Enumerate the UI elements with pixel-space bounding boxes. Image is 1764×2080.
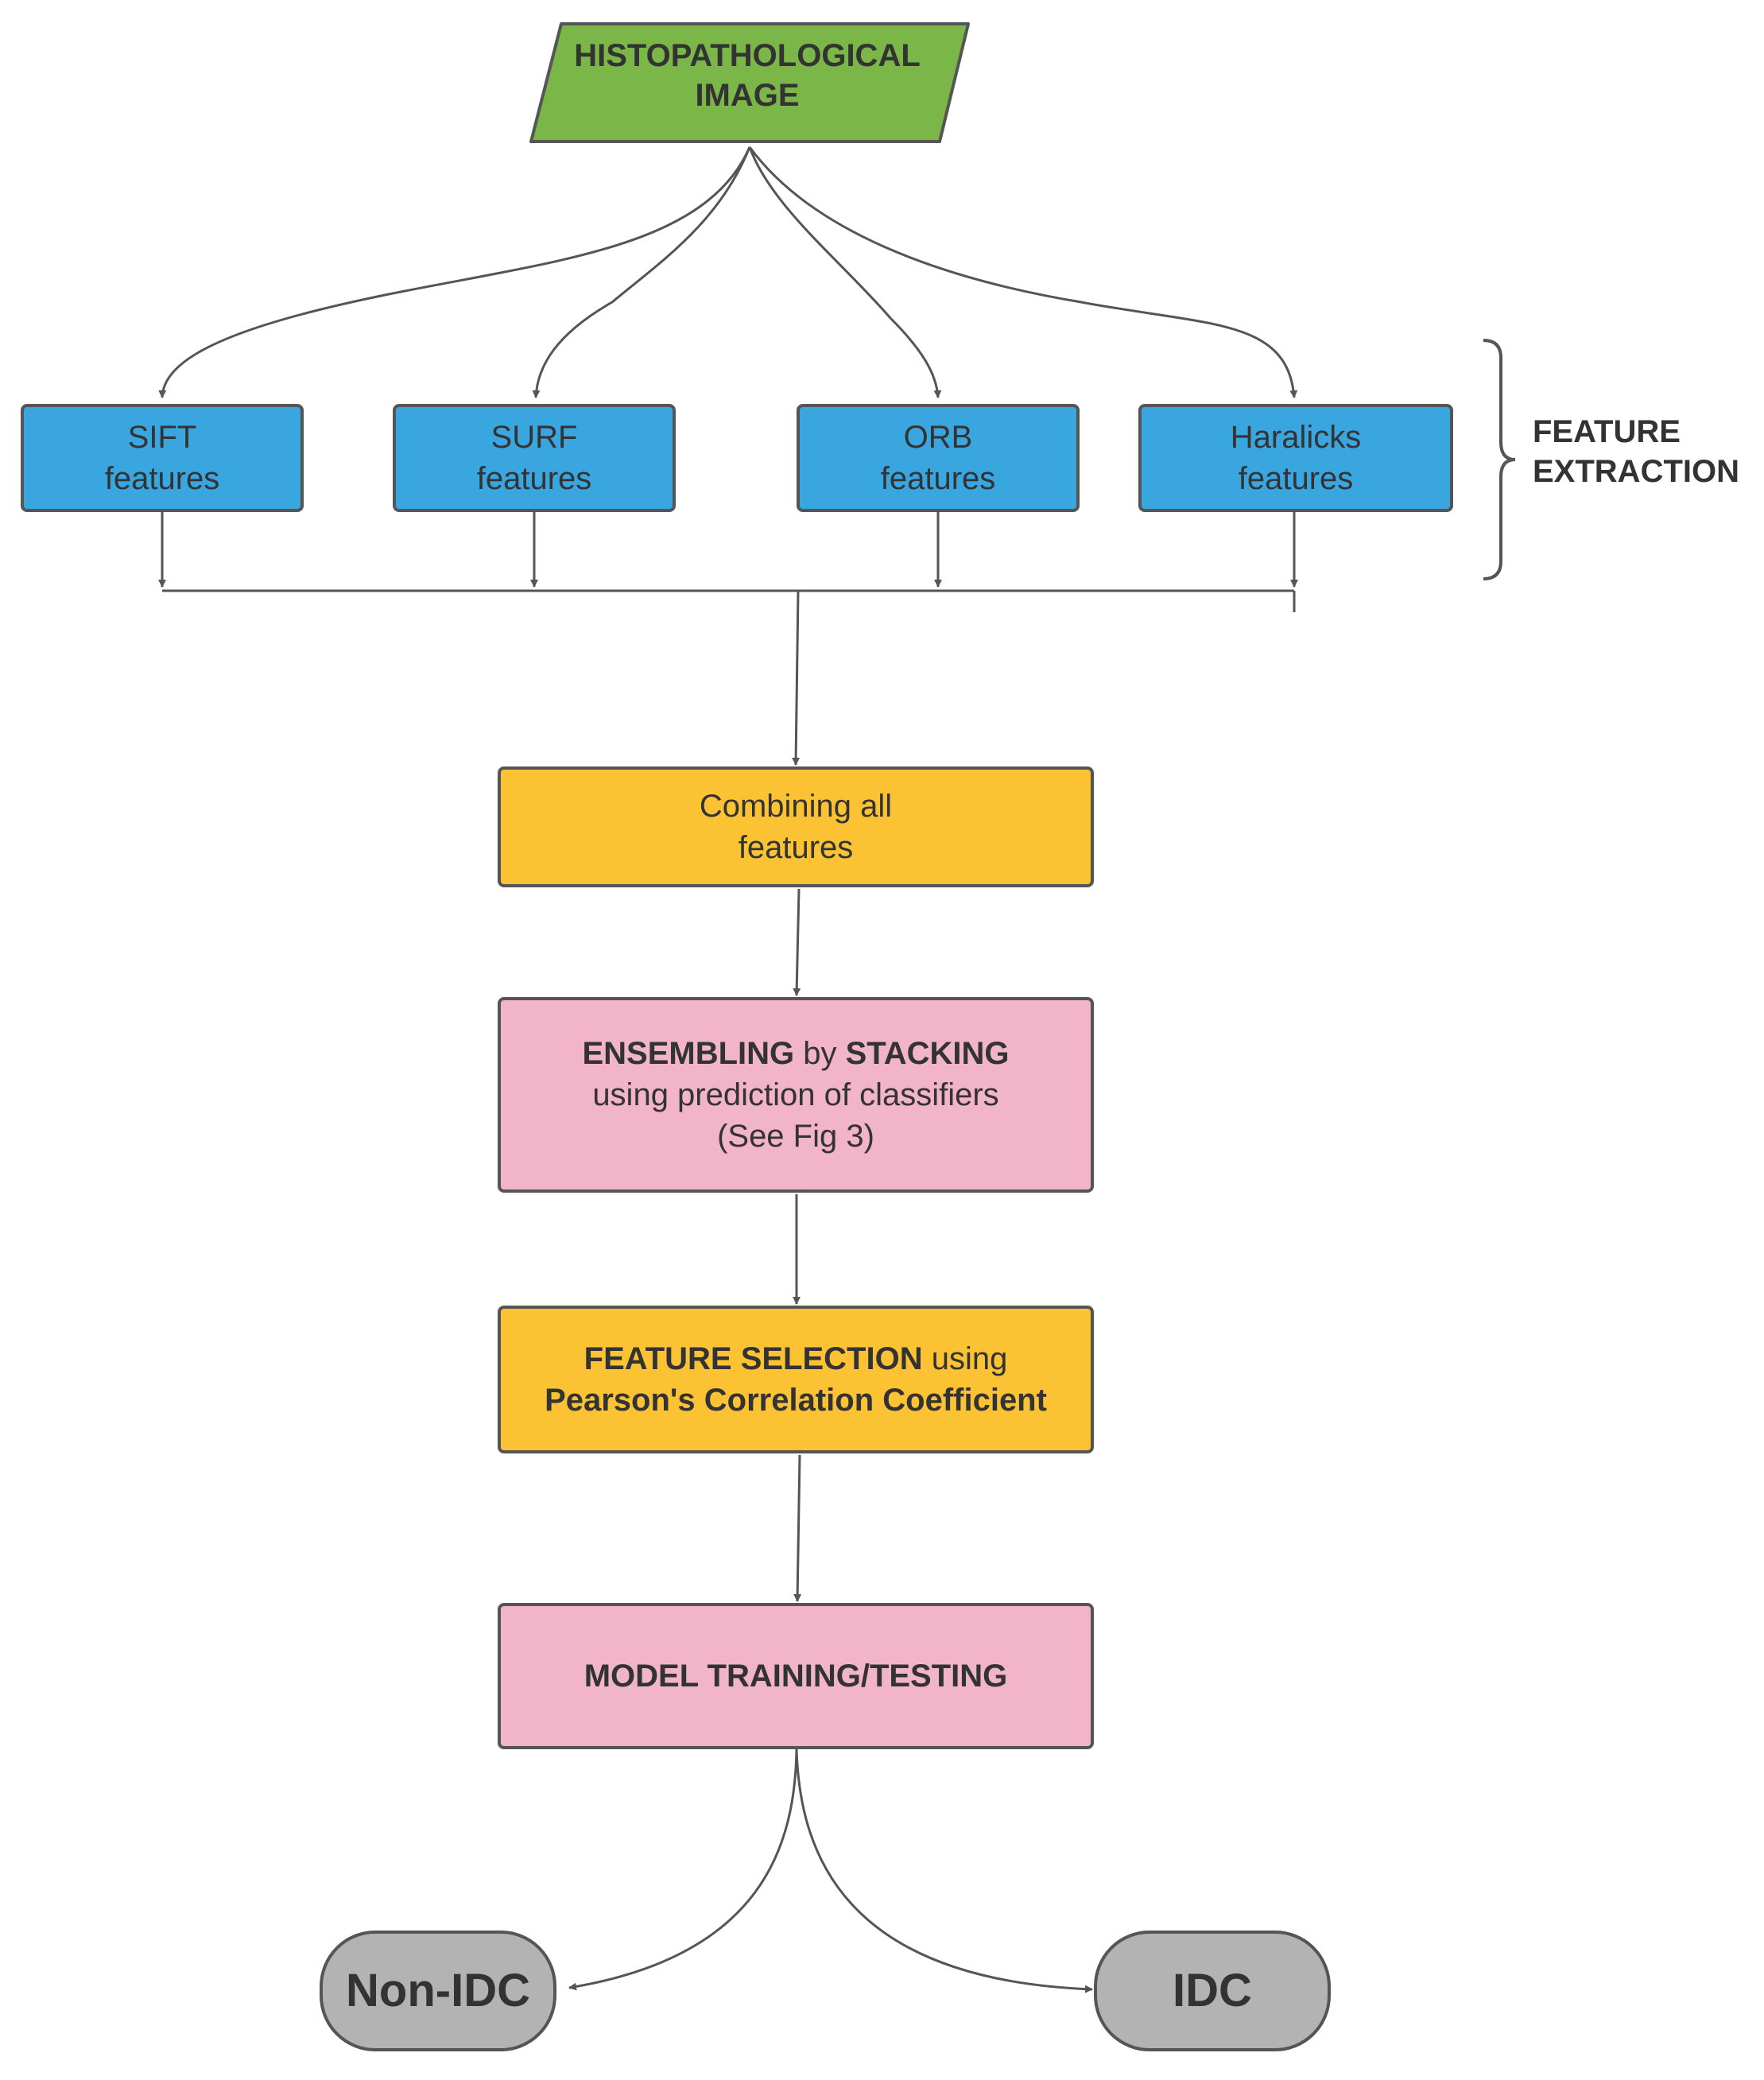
selection-bold1: FEATURE SELECTION bbox=[583, 1341, 923, 1376]
sift-line1: SIFT bbox=[127, 420, 197, 455]
selection-bold2: Pearson's Correlation Coefficient bbox=[545, 1383, 1047, 1418]
ensemble-line1: ENSEMBLING by STACKING bbox=[582, 1033, 1009, 1074]
group-label-line2: EXTRACTION bbox=[1533, 454, 1739, 489]
model-training-box: MODEL TRAINING/TESTING bbox=[498, 1603, 1094, 1749]
start-line1: HISTOPATHOLOGICAL bbox=[574, 38, 921, 73]
haralick-line1: Haralicks bbox=[1230, 420, 1362, 455]
idc-outcome: IDC bbox=[1094, 1931, 1331, 2051]
arrow-start-to-haralick bbox=[748, 146, 1298, 398]
orb-line2: features bbox=[880, 461, 996, 496]
non-idc-label: Non-IDC bbox=[346, 1965, 530, 2017]
ensemble-bold2: STACKING bbox=[845, 1036, 1010, 1071]
haralick-features-box: Haralicks features bbox=[1138, 404, 1453, 512]
combine-line1: Combining all bbox=[699, 789, 893, 824]
arrow-merge-to-combine bbox=[792, 590, 801, 766]
arrow-training-to-non-idc bbox=[568, 1748, 798, 1991]
start-node-shape bbox=[529, 22, 970, 143]
sift-line2: features bbox=[104, 461, 220, 496]
training-label: MODEL TRAINING/TESTING bbox=[583, 1659, 1008, 1694]
arrow-start-to-sift bbox=[158, 146, 751, 398]
feature-extraction-brace bbox=[1483, 339, 1516, 580]
arrow-training-to-idc bbox=[795, 1748, 1093, 1993]
surf-line2: features bbox=[476, 461, 592, 496]
orb-line1: ORB bbox=[903, 420, 973, 455]
arrow-combine-to-ensemble bbox=[793, 888, 801, 996]
idc-label: IDC bbox=[1173, 1965, 1252, 2017]
surf-features-box: SURF features bbox=[393, 404, 676, 512]
ensemble-line2: using prediction of classifiers bbox=[592, 1077, 999, 1112]
orb-features-box: ORB features bbox=[797, 404, 1080, 512]
haralick-line2: features bbox=[1238, 461, 1354, 496]
sift-features-box: SIFT features bbox=[21, 404, 304, 512]
ensemble-line3: (See Fig 3) bbox=[717, 1119, 874, 1154]
arrow-start-to-surf bbox=[532, 146, 751, 398]
selection-rest1: using bbox=[922, 1341, 1008, 1376]
combine-features-box: Combining all features bbox=[498, 766, 1094, 887]
selection-line1: FEATURE SELECTION using bbox=[584, 1338, 1008, 1380]
start-line2: IMAGE bbox=[695, 78, 800, 113]
arrow-start-to-orb bbox=[748, 146, 942, 398]
ensemble-mid: by bbox=[794, 1036, 846, 1071]
feature-extraction-label: FEATURE EXTRACTION bbox=[1533, 412, 1739, 491]
start-node: HISTOPATHOLOGICAL IMAGE bbox=[533, 36, 962, 115]
ensemble-bold1: ENSEMBLING bbox=[582, 1036, 795, 1071]
selection-line2: Pearson's Correlation Coefficient bbox=[545, 1380, 1047, 1421]
combine-line2: features bbox=[738, 830, 854, 865]
group-label-line1: FEATURE bbox=[1533, 414, 1681, 449]
feature-selection-box: FEATURE SELECTION using Pearson's Correl… bbox=[498, 1306, 1094, 1453]
surf-line1: SURF bbox=[490, 420, 578, 455]
arrow-selection-to-training bbox=[793, 1454, 802, 1602]
non-idc-outcome: Non-IDC bbox=[320, 1931, 556, 2051]
ensembling-box: ENSEMBLING by STACKING using prediction … bbox=[498, 997, 1094, 1193]
